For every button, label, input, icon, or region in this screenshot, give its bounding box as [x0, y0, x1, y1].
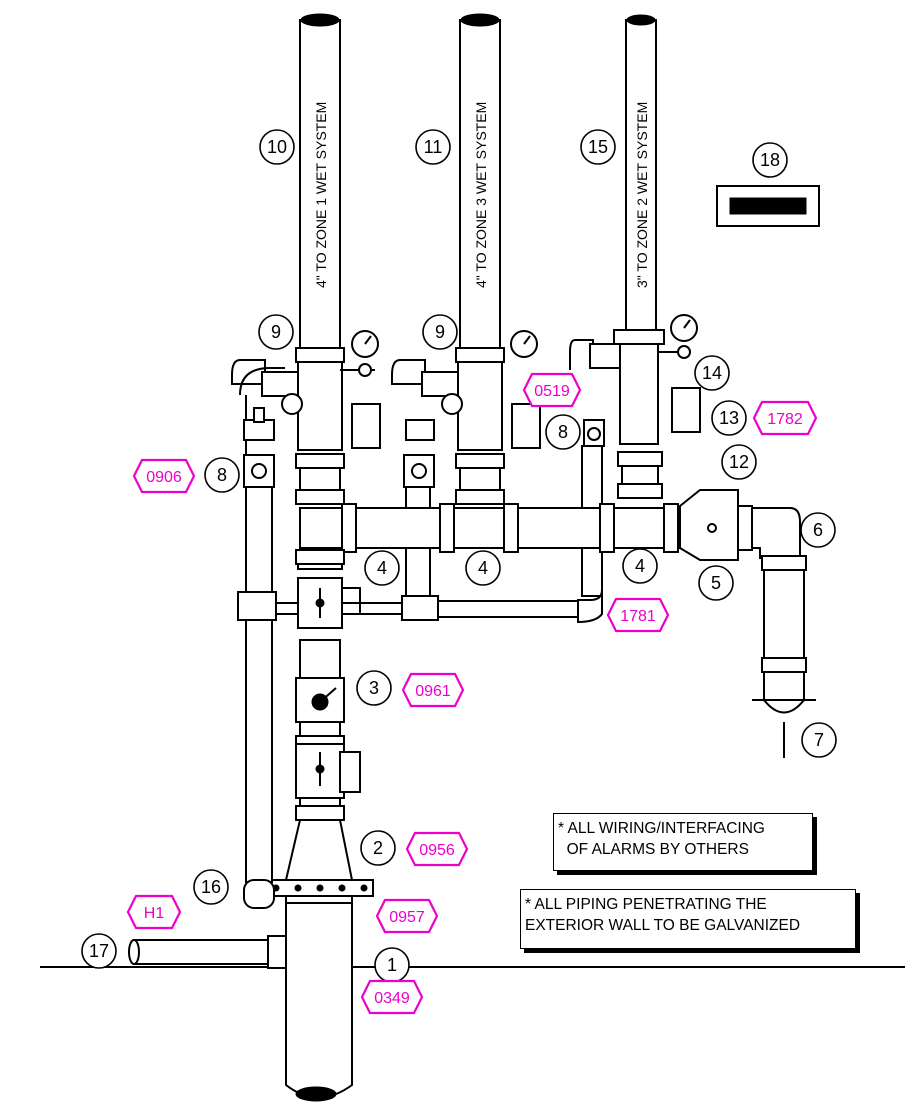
- riser-label-zone1: 4" TO ZONE 1 WET SYSTEM: [313, 102, 329, 288]
- callout-12: 12: [721, 444, 757, 480]
- svg-text:0961: 0961: [415, 683, 451, 700]
- callout-8: 8: [204, 457, 240, 493]
- svg-text:4: 4: [635, 556, 645, 576]
- callout-4: 4: [465, 550, 501, 586]
- svg-text:4: 4: [377, 558, 387, 578]
- svg-text:12: 12: [729, 452, 749, 472]
- tag-0961: 0961: [401, 672, 465, 708]
- callout-13: 13: [711, 400, 747, 436]
- callout-5: 5: [698, 565, 734, 601]
- callout-2: 2: [360, 830, 396, 866]
- tag-0349: 0349: [360, 979, 424, 1015]
- svg-text:15: 15: [588, 137, 608, 157]
- backflow-assembly: [295, 554, 420, 821]
- svg-text:18: 18: [760, 150, 780, 170]
- tag-0519: 0519: [522, 372, 582, 408]
- callout-1: 1: [374, 947, 410, 983]
- svg-text:2: 2: [373, 838, 383, 858]
- svg-text:4: 4: [478, 558, 488, 578]
- svg-text:6: 6: [813, 520, 823, 540]
- callout-8: 8: [545, 414, 581, 450]
- tag-0957: 0957: [375, 898, 439, 934]
- svg-text:11: 11: [424, 137, 443, 157]
- svg-text:17: 17: [89, 941, 109, 961]
- svg-text:16: 16: [201, 877, 221, 897]
- callout-10: 10: [259, 129, 295, 165]
- callout-9: 9: [258, 314, 294, 350]
- tag-group: 0906 0519 1782 1781 0961 0956 0957 H1 0349: [126, 372, 818, 1015]
- callout-4: 4: [364, 550, 400, 586]
- svg-text:5: 5: [711, 573, 721, 593]
- callout-3: 3: [356, 670, 392, 706]
- test-drain-pipe: [237, 367, 298, 909]
- manifold: [295, 489, 816, 758]
- riser-label-zone2: 3" TO ZONE 2 WET SYSTEM: [634, 102, 650, 288]
- svg-text:1: 1: [387, 955, 397, 975]
- callout-11: 11: [415, 129, 451, 165]
- svg-text:7: 7: [814, 730, 824, 750]
- svg-text:1781: 1781: [620, 608, 656, 625]
- svg-text:0957: 0957: [389, 909, 425, 926]
- tag-0956: 0956: [405, 831, 469, 867]
- svg-text:13: 13: [719, 408, 739, 428]
- zone2-riser: [569, 14, 701, 597]
- callout-7: 7: [801, 722, 837, 758]
- callout-9: 9: [422, 314, 458, 350]
- svg-text:1782: 1782: [767, 411, 803, 428]
- tag-1781: 1781: [606, 597, 670, 633]
- tag-H1: H1: [126, 894, 182, 930]
- tag-1782: 1782: [752, 400, 818, 436]
- svg-text:0519: 0519: [534, 383, 570, 400]
- svg-text:H1: H1: [144, 905, 165, 922]
- svg-text:9: 9: [271, 322, 281, 342]
- note-wiring: * ALL WIRING/INTERFACING OF ALARMS BY OT…: [553, 813, 813, 871]
- callout-17: 17: [81, 933, 117, 969]
- svg-text:3: 3: [369, 678, 379, 698]
- svg-text:0906: 0906: [146, 469, 182, 486]
- callout-18: 18: [752, 142, 788, 178]
- bypass-line: [401, 589, 603, 624]
- callout-16: 16: [193, 869, 229, 905]
- zone3-riser: [391, 13, 541, 600]
- note-piping: * ALL PIPING PENETRATING THE EXTERIOR WA…: [520, 889, 856, 949]
- alarm-panel: [716, 185, 820, 227]
- zone1-riser: [231, 13, 381, 505]
- svg-text:9: 9: [435, 322, 445, 342]
- svg-text:14: 14: [702, 363, 722, 383]
- callout-15: 15: [580, 129, 616, 165]
- callout-4: 4: [622, 548, 658, 584]
- callout-14: 14: [694, 355, 730, 391]
- callout-6: 6: [800, 512, 836, 548]
- svg-text:10: 10: [267, 137, 287, 157]
- svg-text:0956: 0956: [419, 842, 455, 859]
- svg-text:8: 8: [558, 422, 568, 442]
- svg-text:8: 8: [217, 465, 227, 485]
- riser-label-zone3: 4" TO ZONE 3 WET SYSTEM: [473, 102, 489, 288]
- tag-0906: 0906: [132, 458, 196, 494]
- svg-text:0349: 0349: [374, 990, 410, 1007]
